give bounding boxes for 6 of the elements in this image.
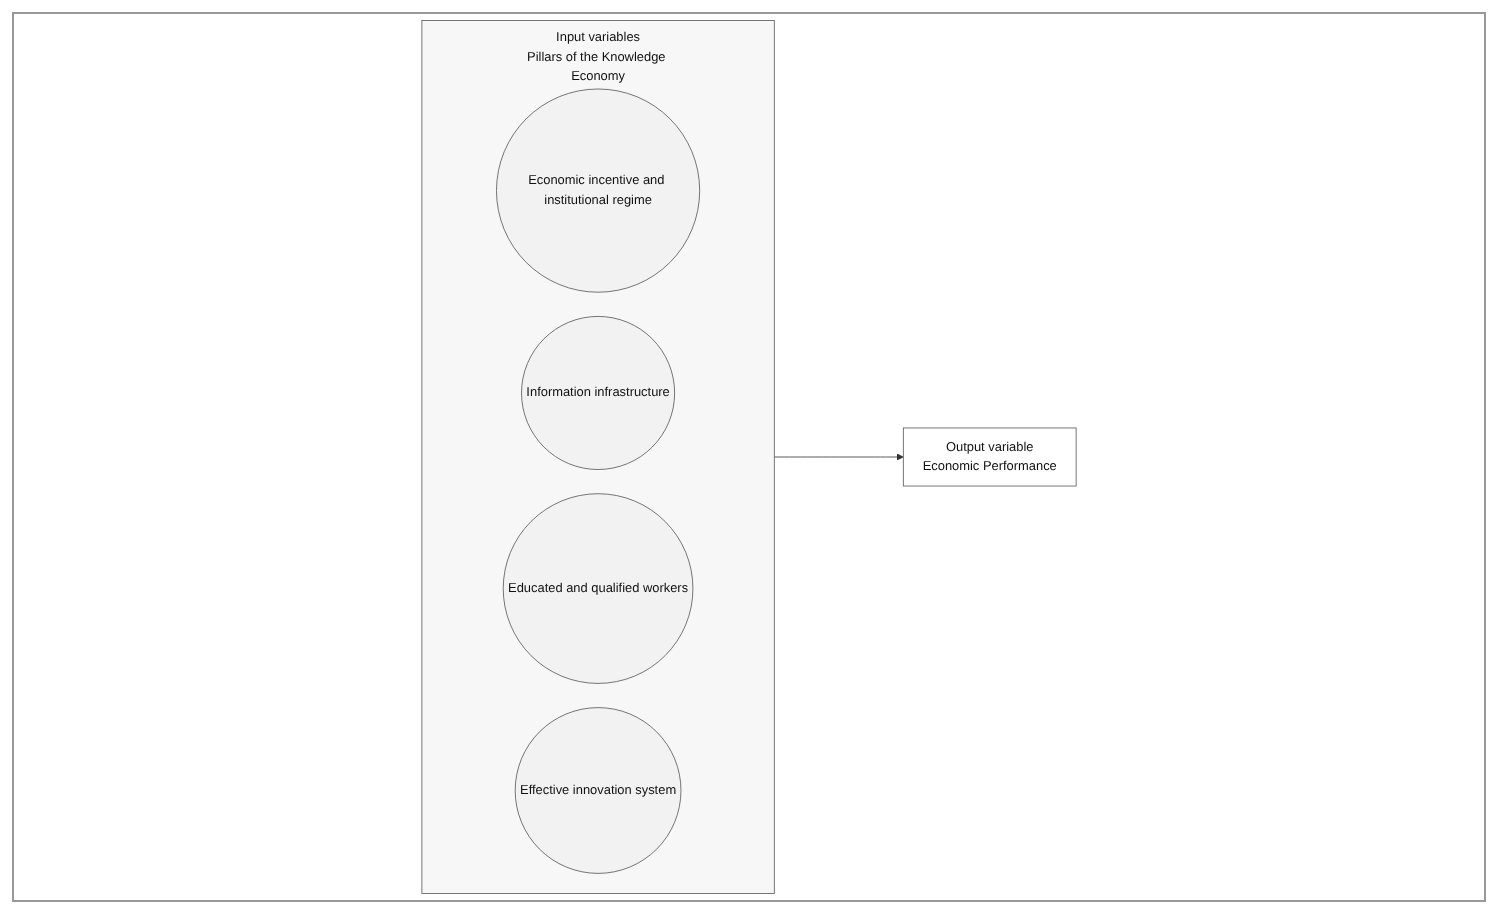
node-box — [902, 427, 1077, 487]
cluster — [421, 20, 775, 894]
node-circle — [521, 316, 676, 470]
node-circle — [496, 88, 701, 293]
node-circle — [502, 493, 694, 684]
node-circle — [514, 707, 682, 874]
